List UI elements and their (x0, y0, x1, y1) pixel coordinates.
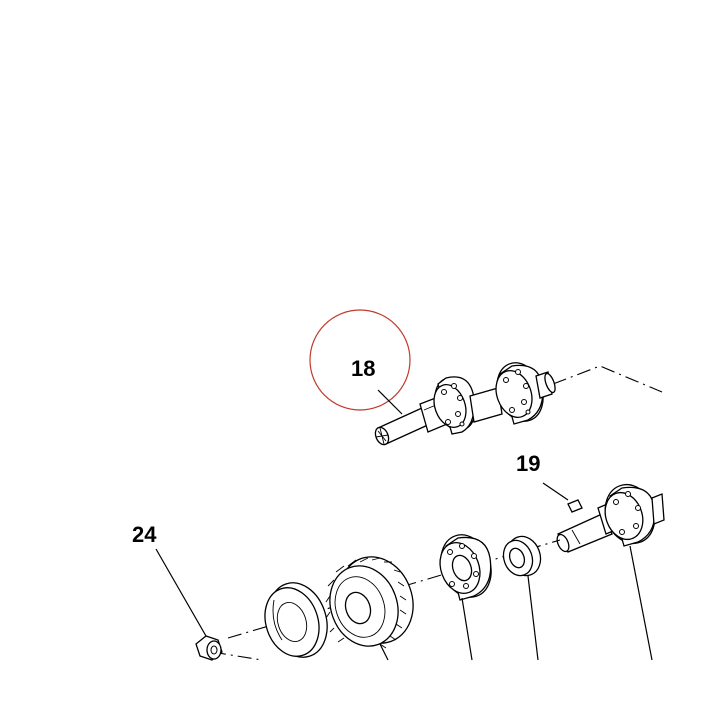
leader-line-24 (155, 548, 207, 637)
leader-line-18 (377, 389, 403, 415)
toothed-pulley[interactable] (319, 546, 425, 655)
callout-19: 19 (516, 451, 540, 476)
highlight-circle-18 (309, 309, 411, 411)
callout-24: 24 (132, 522, 157, 547)
leader-hub (461, 597, 473, 661)
leader-lower-shaft (629, 545, 653, 661)
leader-bearing (527, 575, 539, 661)
part-18-shaft[interactable] (373, 356, 557, 446)
part-19-key[interactable] (567, 499, 583, 513)
leader-pulley (379, 643, 389, 661)
lower-shaft[interactable] (555, 478, 665, 554)
part-24-nut[interactable] (195, 635, 223, 661)
upper-axis-line (552, 365, 663, 393)
leader-line-19 (542, 482, 569, 501)
flanged-hub[interactable] (433, 528, 500, 605)
washer-plate[interactable] (256, 575, 336, 665)
bearing-ring[interactable] (499, 532, 546, 581)
callout-18: 18 (351, 356, 375, 381)
